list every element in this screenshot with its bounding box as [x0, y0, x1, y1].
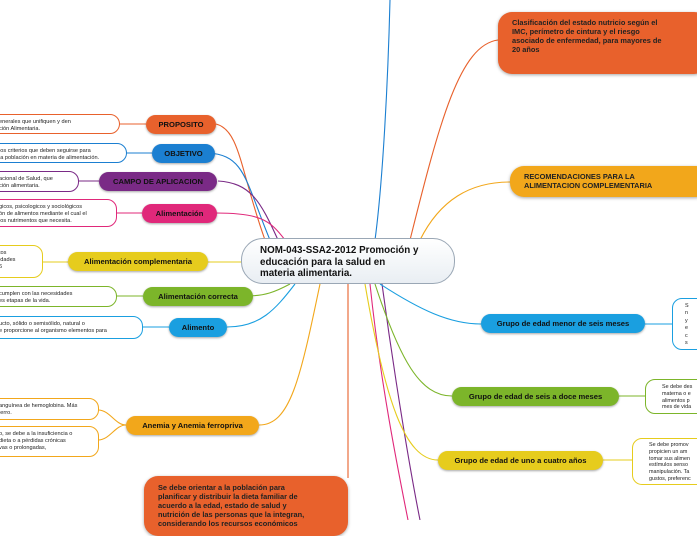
alimentacion-correcta-node[interactable]: Alimentación correcta: [143, 287, 253, 306]
alimentacion-complementaria-node[interactable]: Alimentación complementaria: [68, 252, 208, 271]
alimento-node[interactable]: Alimento: [169, 318, 227, 337]
alimentacion-correcta-detail[interactable]: cumplen con las necesidades es etapas de…: [0, 286, 117, 307]
connector-lines: [42, 0, 672, 520]
alimentacion-detail[interactable]: gicos, psicologicos y sociológicos ón de…: [0, 199, 117, 227]
anemia-detail-2[interactable]: o, se debe a la insuficiencia o dieta o …: [0, 426, 99, 457]
anemia-detail-1[interactable]: anguínea de hemoglobina. Más ierro.: [0, 398, 99, 420]
objetivo-node[interactable]: OBJETIVO: [152, 144, 215, 163]
grupo-seis-doce-meses-node[interactable]: Grupo de edad de seis a doce meses: [452, 387, 619, 406]
alimentacion-complementaria-detail[interactable]: tos idades 6: [0, 245, 43, 278]
proposito-node[interactable]: PROPOSITO: [146, 115, 216, 134]
proposito-detail[interactable]: enerales que unifiquen y den ción Alimen…: [0, 114, 120, 134]
anemia-node[interactable]: Anemia y Anemia ferropriva: [126, 416, 259, 435]
grupo-uno-cuatro-anos-node[interactable]: Grupo de edad de uno a cuatro años: [438, 451, 603, 470]
clasificacion-imc-node[interactable]: Clasificación del estado nutricio según …: [498, 12, 697, 74]
grupo-uno-cuatro-anos-detail[interactable]: Se debe promov propicien un am tomar sus…: [632, 438, 697, 485]
grupo-menor-seis-meses-detail[interactable]: S n y e c s: [672, 298, 697, 350]
campo-detail[interactable]: acional de Salud, que ción alimentaria.: [0, 171, 79, 192]
orientacion-poblacion-node[interactable]: Se debe orientar a la población para pla…: [144, 476, 348, 536]
grupo-seis-doce-meses-detail[interactable]: Se debe des materna o e alimentos p mes …: [645, 379, 697, 414]
alimento-detail[interactable]: ucto, sólido o semisólido, natural o e p…: [0, 316, 143, 339]
alimentacion-node[interactable]: Alimentación: [142, 204, 217, 223]
objetivo-detail[interactable]: los criterios que deben seguirse para la…: [0, 143, 127, 163]
grupo-menor-seis-meses-node[interactable]: Grupo de edad menor de seis meses: [481, 314, 645, 333]
central-topic[interactable]: NOM-043-SSA2-2012 Promoción y educación …: [241, 238, 455, 284]
campo-de-aplicacion-node[interactable]: CAMPO DE APLICACION: [99, 172, 217, 191]
recomendaciones-node[interactable]: RECOMENDACIONES PARA LA ALIMENTACION COM…: [510, 166, 697, 197]
